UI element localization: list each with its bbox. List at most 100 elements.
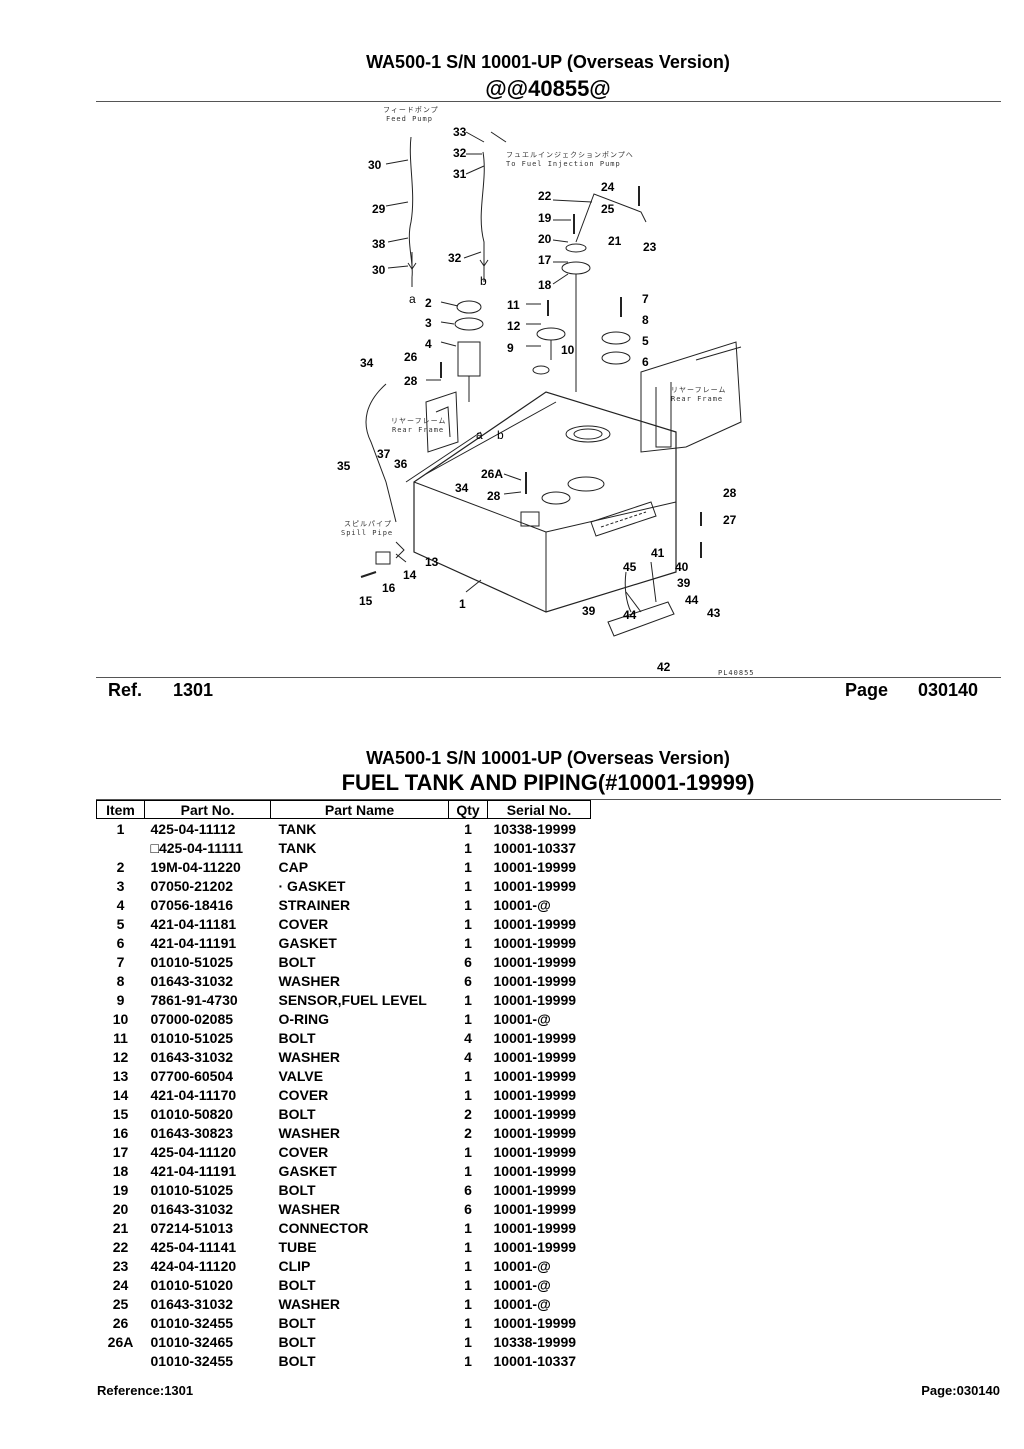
callout: 30: [372, 263, 386, 277]
callout: 27: [723, 513, 737, 527]
serial-no-cell: 10001-19999: [493, 972, 577, 989]
callout: 4: [425, 337, 432, 351]
item-cell: 20: [112, 1200, 129, 1217]
qty-cell: 1: [464, 896, 472, 913]
rear-frame-en-caption-left: Rear Frame: [392, 426, 445, 434]
callout: 10: [561, 343, 575, 357]
callout: 15: [359, 594, 373, 608]
item-cell: 7: [116, 953, 125, 970]
footer-reference: Reference:1301: [97, 1383, 194, 1398]
page-label: Page: [845, 680, 889, 700]
serial-no-cell: 10001-19999: [493, 1086, 577, 1103]
serial-no-cell: 10001-19999: [493, 953, 577, 970]
qty-cell: 1: [464, 1010, 472, 1027]
drawing-number: PL40855: [718, 669, 755, 677]
part-no-cell: 01010-51020: [150, 1276, 234, 1293]
callout: 45: [623, 560, 637, 574]
serial-no-cell: 10001-@: [493, 1276, 551, 1293]
callout: 5: [642, 334, 649, 348]
qty-cell: 6: [464, 972, 472, 989]
callout: 17: [538, 253, 552, 267]
part-no-cell: 425-04-11141: [150, 1238, 237, 1255]
part-name-cell: BOLT: [278, 1181, 316, 1198]
injection-en-caption: To Fuel Injection Pump: [506, 160, 621, 168]
footer-page: Page:030140: [921, 1383, 1000, 1398]
callout: 39: [582, 604, 596, 618]
header-rule: [96, 101, 1001, 102]
spill-pipe-jp-caption: スピルパイプ: [344, 520, 392, 528]
item-cell: 8: [116, 972, 125, 989]
illustration-code: @@40855@: [485, 76, 611, 101]
part-no-cell: 7861-91-4730: [150, 991, 238, 1008]
part-no-cell: 19M-04-11220: [150, 858, 241, 875]
callout: 7: [642, 292, 649, 306]
part-no-cell: 01010-51025: [150, 953, 234, 970]
part-name-cell: WASHER: [278, 1295, 340, 1312]
serial-no-cell: 10001-19999: [493, 991, 577, 1008]
part-no-cell: 421-04-11170: [150, 1086, 237, 1103]
serial-no-cell: 10001-19999: [493, 1314, 577, 1331]
column-header-serial-no: Serial No.: [487, 800, 591, 819]
feed-pump-en-caption: Feed Pump: [386, 115, 433, 123]
part-name-cell: GASKET: [278, 934, 337, 951]
part-no-cell: 01010-32465: [150, 1333, 234, 1350]
callout: 37: [377, 447, 391, 461]
serial-no-cell: 10001-19999: [493, 1162, 577, 1179]
callout: 40: [675, 560, 689, 574]
reference-bar: Ref. 1301 Page 030140: [108, 680, 988, 702]
callout: 28: [404, 374, 418, 388]
part-name-cell: · GASKET: [278, 877, 346, 894]
part-name-cell: TANK: [278, 839, 317, 856]
qty-cell: 1: [464, 858, 472, 875]
part-name-cell: TANK: [278, 820, 317, 837]
injection-jp-caption: フュエルインジェクションポンプへ: [506, 151, 634, 159]
part-name-cell: BOLT: [278, 1314, 316, 1331]
column-header-qty: Qty: [448, 800, 488, 819]
part-name-cell: CONNECTOR: [278, 1219, 369, 1236]
part-no-cell: 01643-31032: [150, 1295, 234, 1312]
serial-no-cell: 10001-19999: [493, 915, 577, 932]
item-cell: 5: [116, 915, 125, 932]
part-name-cell: COVER: [278, 915, 329, 932]
callout: 26: [404, 350, 418, 364]
part-name-cell: BOLT: [278, 953, 316, 970]
line-marker-b: b: [480, 274, 487, 288]
callout: 34: [360, 356, 374, 370]
callout: 28: [487, 489, 501, 503]
qty-cell: 1: [464, 934, 472, 951]
item-cell: 22: [112, 1238, 129, 1255]
callout: 26A: [481, 467, 504, 481]
qty-cell: 4: [464, 1048, 472, 1065]
serial-no-cell: 10001-@: [493, 1010, 551, 1027]
serial-no-cell: 10001-10337: [493, 1352, 577, 1369]
callout: 2: [425, 296, 432, 310]
item-cell: 26A: [107, 1333, 134, 1350]
callout: 32: [453, 146, 467, 160]
table-header-row: Item Part No. Part Name Qty Serial No.: [96, 800, 591, 819]
callout: 28: [723, 486, 737, 500]
spill-pipe-en-caption: Spill Pipe: [341, 529, 394, 537]
callout: 25: [601, 202, 615, 216]
part-no-cell: 01010-32455: [150, 1314, 234, 1331]
serial-no-cell: 10001-19999: [493, 858, 577, 875]
callout: 22: [538, 189, 552, 203]
item-cell: 18: [112, 1162, 129, 1179]
item-cell: 10: [112, 1010, 129, 1027]
serial-no-cell: 10001-19999: [493, 1029, 577, 1046]
qty-cell: 1: [464, 1352, 472, 1369]
callout: 39: [677, 576, 691, 590]
part-no-cell: 01643-31032: [150, 1048, 234, 1065]
qty-cell: 1: [464, 991, 472, 1008]
callout: 8: [642, 313, 649, 327]
part-no-cell: 01010-51025: [150, 1029, 234, 1046]
item-cell: [97, 838, 145, 857]
item-cell: 24: [112, 1276, 129, 1293]
